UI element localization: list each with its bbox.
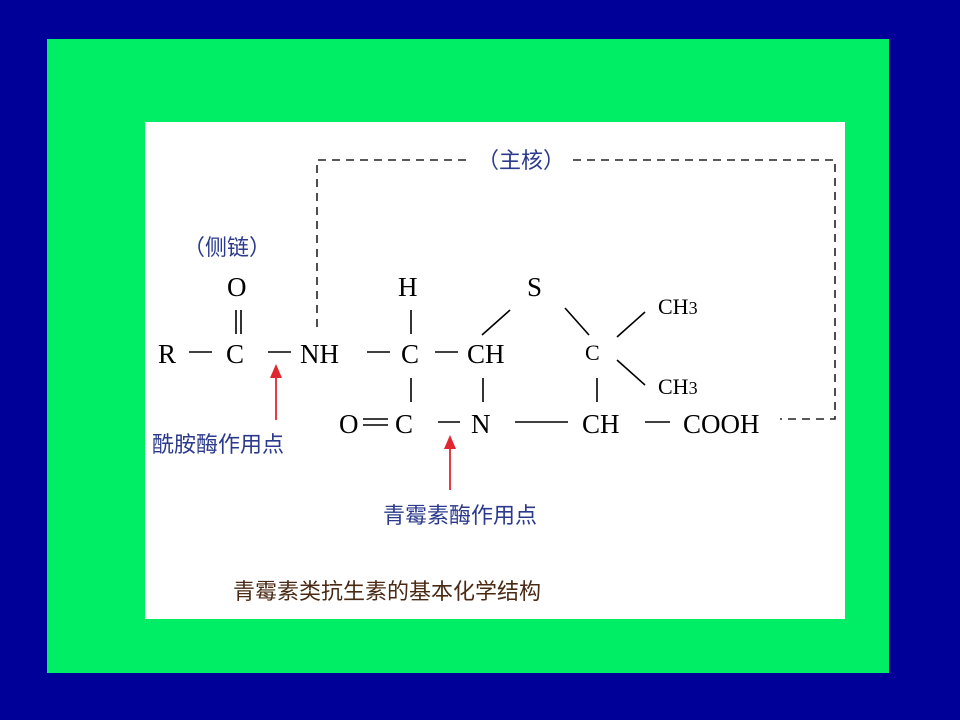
- bond-cring-ch3b: [616, 359, 646, 386]
- bond-s-ch1: [481, 309, 511, 336]
- atom-nh: NH: [300, 339, 339, 369]
- atom-ch1: CH: [467, 339, 505, 369]
- atom-o-bottom: O: [339, 409, 359, 439]
- atom-ch2: CH: [582, 409, 620, 439]
- amidase-arrow-head: [270, 364, 282, 378]
- side-chain-label: （侧链）: [183, 236, 271, 261]
- main-core-label: （主核）: [477, 149, 565, 174]
- atom-ch3-a: CH3: [658, 294, 698, 319]
- atom-h-top: H: [398, 272, 418, 302]
- atom-c3: C: [395, 409, 413, 439]
- atom-c-ring: C: [585, 340, 600, 365]
- penicillinase-arrow-head: [444, 435, 456, 449]
- atom-r: R: [158, 339, 176, 369]
- main-core-bracket: [316, 159, 836, 420]
- penicillinase-site-label: 青霉素酶作用点: [383, 504, 537, 529]
- atom-n: N: [471, 409, 491, 439]
- atom-s: S: [527, 272, 542, 302]
- atom-ch3-b: CH3: [658, 374, 698, 399]
- diagram-caption: 青霉素类抗生素的基本化学结构: [233, 580, 541, 605]
- atom-c2: C: [401, 339, 419, 369]
- bond-s-cring: [564, 307, 590, 336]
- diagram-panel: （主核） （侧链） O H S CH3 CH3 R C NH C CH C: [145, 122, 845, 619]
- atom-c1: C: [226, 339, 244, 369]
- atom-o-top: O: [227, 272, 247, 302]
- atom-cooh: COOH: [683, 409, 760, 439]
- penicillin-structure-diagram: （主核） （侧链） O H S CH3 CH3 R C NH C CH C: [152, 149, 836, 605]
- bond-cring-ch3a: [616, 311, 646, 338]
- amidase-site-label: 酰胺酶作用点: [152, 433, 284, 458]
